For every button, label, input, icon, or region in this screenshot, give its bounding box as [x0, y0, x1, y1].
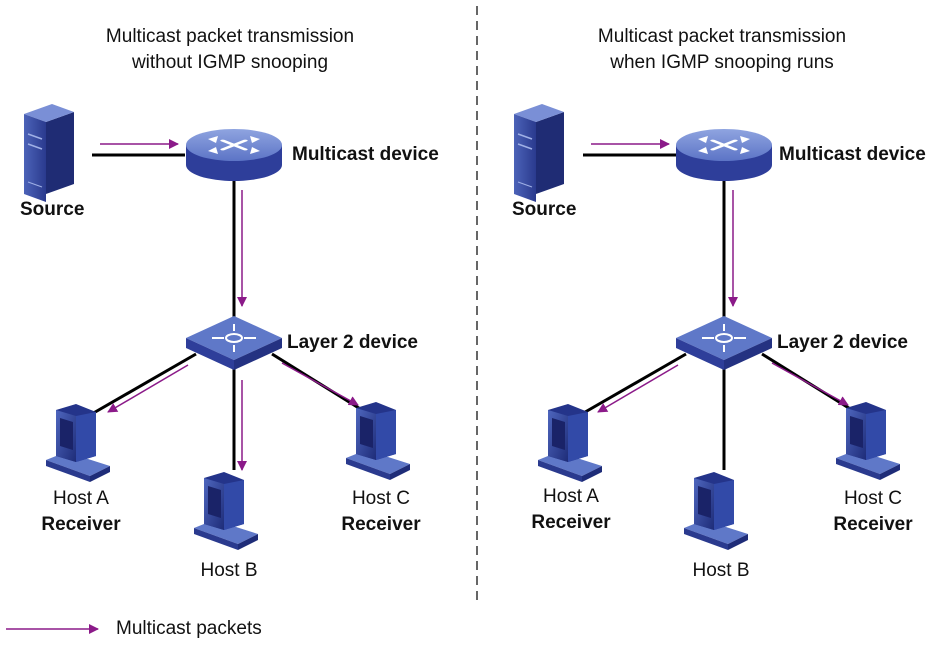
right-host-a-role: Receiver — [531, 512, 611, 533]
computer-icon-host-a — [46, 404, 110, 482]
link-switch-host-a — [579, 352, 687, 417]
right-panel — [513, 103, 900, 550]
right-router-label: Multicast device — [779, 144, 926, 165]
left-host-a-name: Host A — [53, 488, 109, 509]
right-host-c-name: Host C — [843, 488, 903, 509]
router-icon — [674, 127, 774, 183]
left-title: Multicast packet transmission without IG… — [40, 24, 420, 76]
computer-icon-host-a — [538, 404, 602, 482]
multicast-arrows-left — [100, 139, 359, 471]
left-panel — [23, 103, 410, 550]
right-host-c-role: Receiver — [833, 514, 913, 535]
computer-icon-host-b — [684, 472, 748, 550]
left-switch-label: Layer 2 device — [287, 332, 418, 353]
arrow-to-host-a — [107, 364, 189, 413]
server-icon — [513, 103, 565, 203]
right-title: Multicast packet transmission when IGMP … — [532, 24, 912, 76]
switch-icon — [675, 315, 773, 371]
arrow-to-host-a — [597, 364, 679, 413]
left-host-c-name: Host C — [351, 488, 411, 509]
switch-icon — [185, 315, 283, 371]
right-switch-label: Layer 2 device — [777, 332, 908, 353]
right-title-line1: Multicast packet transmission — [597, 26, 847, 47]
right-host-a-name: Host A — [543, 486, 599, 507]
multicast-arrows-right — [591, 139, 849, 413]
right-title-line2: when IGMP snooping runs — [610, 52, 834, 73]
arrow-to-host-c — [281, 362, 359, 406]
legend-label: Multicast packets — [116, 618, 262, 639]
left-source-label: Source — [20, 199, 85, 220]
arrow-to-host-c — [771, 362, 849, 406]
left-title-line2: without IGMP snooping — [131, 52, 329, 73]
left-host-b-name: Host B — [200, 560, 258, 581]
left-router-label: Multicast device — [292, 144, 439, 165]
left-host-a-role: Receiver — [41, 514, 121, 535]
right-host-b-name: Host B — [692, 560, 750, 581]
link-switch-host-a — [89, 352, 197, 417]
computer-icon-host-b — [194, 472, 258, 550]
left-title-line1: Multicast packet transmission — [105, 26, 355, 47]
left-host-c-role: Receiver — [341, 514, 421, 535]
computer-icon-host-c — [836, 402, 900, 480]
router-icon — [184, 127, 284, 183]
server-icon — [23, 103, 75, 203]
computer-icon-host-c — [346, 402, 410, 480]
right-source-label: Source — [512, 199, 577, 220]
